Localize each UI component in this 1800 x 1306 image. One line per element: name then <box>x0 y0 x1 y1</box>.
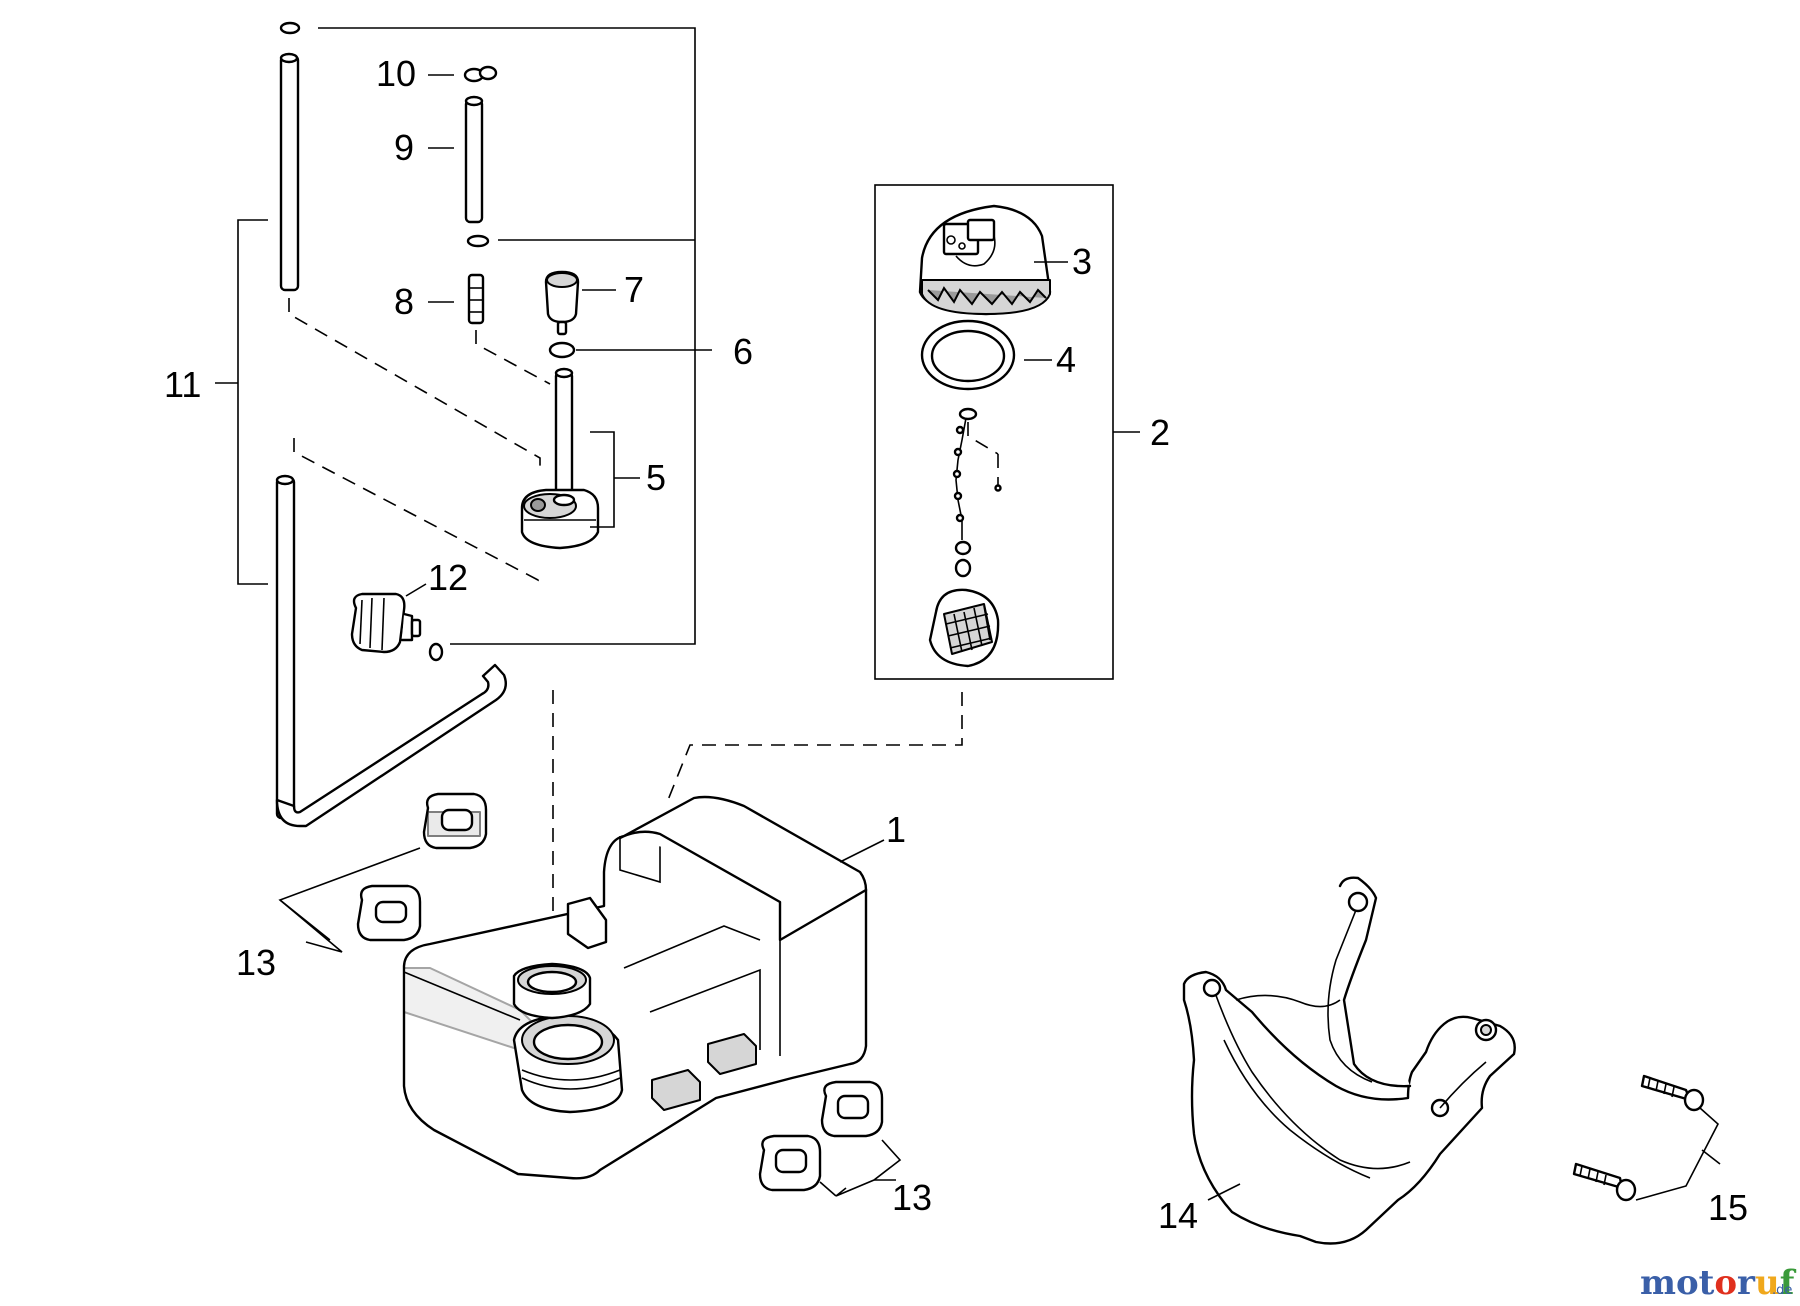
part-6-o-ring <box>548 341 712 359</box>
part-7-vent <box>544 270 616 336</box>
part-15-screws <box>1572 1074 1721 1202</box>
cap-chain-strainer <box>928 407 1002 668</box>
assembly-dashes-left <box>288 298 554 925</box>
callout-10: 10 <box>376 53 416 94</box>
part-4-gasket <box>920 319 1052 391</box>
part-12-filter <box>350 583 444 662</box>
callout-8: 8 <box>394 281 414 322</box>
callout-15: 15 <box>1708 1187 1748 1228</box>
part-8-fitting <box>428 273 485 325</box>
callout-11: 11 <box>164 364 201 405</box>
assembly-dashes-right <box>667 692 963 801</box>
watermark-suffix: .de <box>1772 1283 1792 1298</box>
part-14-tank-guard <box>1182 876 1516 1245</box>
callout-12: 12 <box>428 557 468 598</box>
fuel-line-group-brackets <box>215 27 696 645</box>
part-3-fuel-cap <box>918 204 1068 316</box>
fuel-cap-group-box <box>874 184 1140 680</box>
callout-13-right: 13 <box>892 1177 932 1218</box>
part-13-grommets-right <box>758 1080 902 1197</box>
callout-14: 14 <box>1158 1195 1198 1236</box>
watermark-brand: motoruf <box>1640 1263 1797 1303</box>
watermark-logo: motoruf .de <box>1640 1263 1797 1303</box>
callout-labels: 10 9 8 7 6 5 11 12 3 4 2 1 13 13 14 15 <box>164 53 1748 1236</box>
callout-2: 2 <box>1150 412 1170 453</box>
callout-4: 4 <box>1056 339 1076 380</box>
callout-9: 9 <box>394 127 414 168</box>
callout-3: 3 <box>1072 241 1092 282</box>
callout-6: 6 <box>733 331 753 372</box>
part-13-grommets-left <box>278 792 488 953</box>
part-9-tube <box>428 95 484 224</box>
callout-13-left: 13 <box>236 942 276 983</box>
callout-5: 5 <box>646 457 666 498</box>
part-10-clip <box>428 65 498 83</box>
part-11-fuel-hoses <box>275 52 507 828</box>
o-rings-top <box>279 21 490 248</box>
part-1-fuel-tank <box>402 795 885 1180</box>
part-5-grommet <box>520 367 640 550</box>
callout-1: 1 <box>886 809 906 850</box>
callout-7: 7 <box>624 269 644 310</box>
